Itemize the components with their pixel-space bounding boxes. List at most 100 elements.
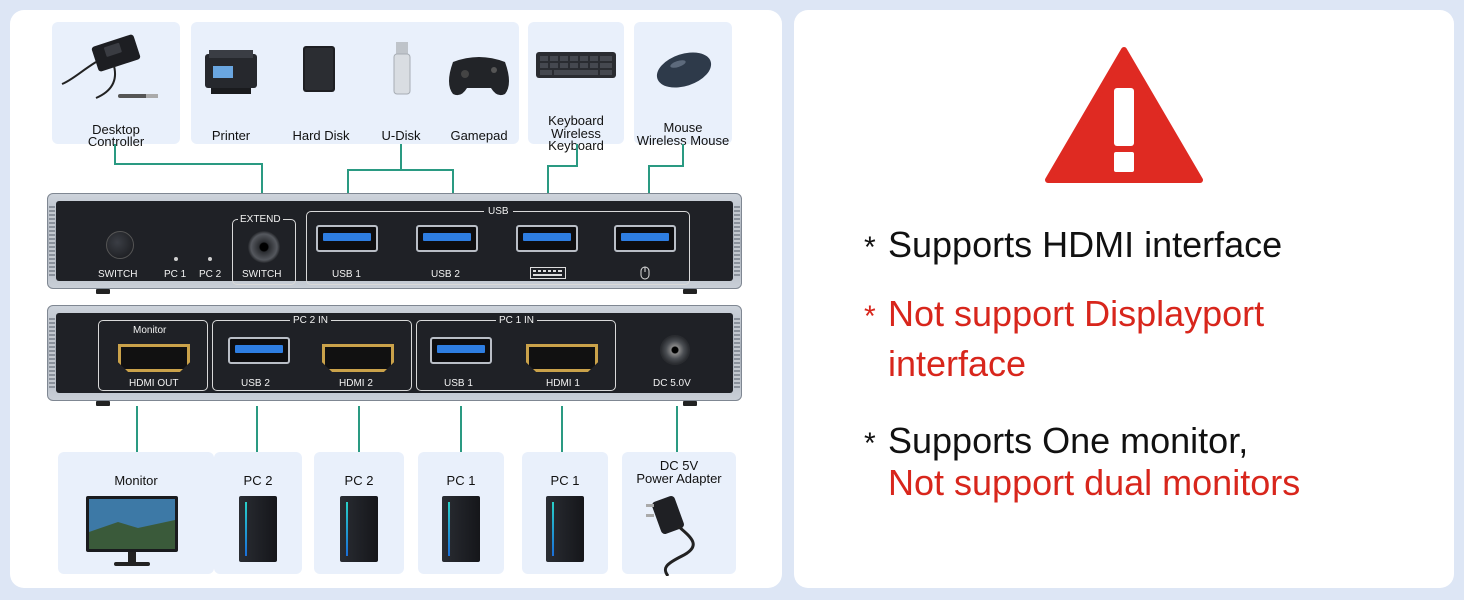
usb2-label: USB 2 [431,269,460,280]
usb-header: USB [484,207,513,217]
note-line2a: Not support Displayport [888,293,1265,334]
pc-tower-icon [546,496,584,562]
back-usb1-label: USB 1 [442,378,475,389]
keyboard-usb-port[interactable] [516,225,578,252]
note-hdmi-support: * Supports HDMI interface [864,224,1282,269]
connection-pc1-a: PC 1 [418,452,504,574]
pc1-led [174,257,178,261]
monitor-port-label: Monitor [133,325,167,336]
hdmi2-port[interactable] [322,344,394,372]
note-displayport: * Not support Displayport [864,293,1264,338]
back-usb1-port[interactable] [430,337,492,364]
connector-line [682,144,684,166]
monitor-icon [86,496,178,566]
hard-disk-label: Hard Disk [292,128,350,143]
power-label: DC 5V Power Adapter [636,458,722,486]
connector-line [452,169,454,194]
switch-button[interactable] [106,231,134,259]
dc-label: DC 5.0V [653,378,691,389]
diagram-panel: Desktop Controller Print [10,10,782,588]
pc1-a-label: PC 1 [446,473,476,488]
front-face: SWITCH PC 1 PC 2 EXTEND SWITCH USB USB 1… [56,201,733,285]
pc2-a-label: PC 2 [243,473,273,488]
hdmi2-label: HDMI 2 [337,378,375,389]
connector-line [256,406,258,452]
hdmi-out-port[interactable] [118,344,190,372]
gamepad-icon [449,57,509,96]
connector-line [114,144,116,164]
back-usb2-label: USB 2 [239,378,272,389]
pc-tower-icon [340,496,378,562]
connection-pc2-b: PC 2 [314,452,404,574]
connector-line [136,406,138,452]
hdmi1-port[interactable] [526,344,598,372]
mouse-usb-port[interactable] [614,225,676,252]
pc2-in-label: PC 2 IN [290,316,332,326]
connector-line [347,169,454,171]
u-disk-label: U-Disk [381,128,421,143]
mouse-label: Mouse Wireless Mouse [636,120,730,148]
accessory-usb-group: Printer Hard Disk U-Disk Gamepad [191,22,519,144]
desktop-controller-icon [61,34,158,99]
kvm-front-panel: SWITCH PC 1 PC 2 EXTEND SWITCH USB USB 1… [47,193,742,294]
pc-tower-icon [239,496,277,562]
warning-triangle-icon [1045,47,1203,183]
monitor-label: Monitor [114,473,158,488]
usb2-port[interactable] [416,225,478,252]
connector-line [561,406,563,452]
power-adapter-icon [646,496,695,576]
pc2-led [208,257,212,261]
connector-line [547,165,549,194]
connector-line [261,163,263,194]
u-disk-icon [393,42,411,95]
keyboard-icon [536,52,616,78]
connector-line [358,406,360,452]
pc2-b-label: PC 2 [344,473,374,488]
monitor-frame [98,320,208,391]
note-line1: Supports HDMI interface [888,224,1283,265]
connector-line [347,169,349,194]
desktop-controller-label: Desktop Controller [87,122,145,149]
accessory-keyboard: Keyboard Wireless Keyboard [528,22,624,152]
usb1-label: USB 1 [332,269,361,280]
pc2-led-label: PC 2 [199,269,222,280]
accessory-mouse: Mouse Wireless Mouse [634,22,732,148]
hard-disk-icon [303,46,335,92]
switch-label: SWITCH [98,269,138,280]
pc1-in-label: PC 1 IN [496,316,538,326]
pc1-led-label: PC 1 [164,269,187,280]
connector-line [576,144,578,166]
bullet-star: * [864,300,876,333]
pc1-b-label: PC 1 [550,473,580,488]
keyboard-icon [530,267,566,279]
connection-monitor: Monitor [58,452,214,574]
connection-power: DC 5V Power Adapter [622,452,736,576]
note-displayport-cont: interface [888,343,1026,385]
hdmi1-label: HDMI 1 [544,378,582,389]
notes-panel: * Supports HDMI interface * Not support Di… [794,10,1454,588]
connector-line [648,165,650,194]
note-line3a: Supports One monitor, [888,420,1249,461]
printer-icon [205,50,257,94]
usb-devices-icons [205,42,509,96]
connector-line [400,144,402,170]
pc-tower-icon [442,496,480,562]
connector-line [114,163,263,165]
mouse-icon [640,266,650,280]
kvm-back-panel: Monitor HDMI OUT PC 2 IN USB 2 HDMI 2 PC… [47,305,742,406]
mouse-icon [656,52,712,88]
connector-line [547,165,578,167]
printer-label: Printer [211,128,251,143]
extend-label: EXTEND [238,214,283,225]
note-line2b: interface [888,343,1027,384]
accessory-desktop-controller: Desktop Controller [52,22,180,148]
extend-jack[interactable] [248,231,280,263]
bullet-star: * [864,231,876,264]
connection-pc2-a: PC 2 [214,452,302,574]
back-usb2-port[interactable] [228,337,290,364]
dc-power-port[interactable] [660,335,690,365]
back-face: Monitor HDMI OUT PC 2 IN USB 2 HDMI 2 PC… [56,313,733,393]
connector-line [648,165,684,167]
usb1-port[interactable] [316,225,378,252]
note-monitor: *Supports One monitor, [864,420,1248,465]
